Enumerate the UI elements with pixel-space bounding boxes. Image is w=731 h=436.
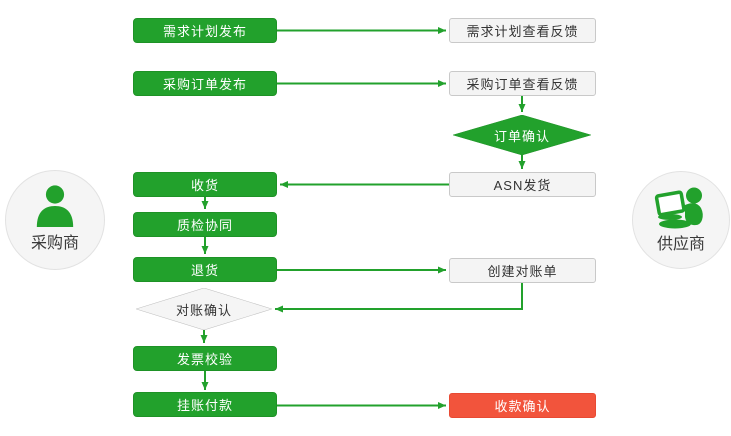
node-label: 采购订单发布 xyxy=(162,77,247,92)
supplier-label: 供应商 xyxy=(656,236,705,253)
node-label: 对账确认 xyxy=(175,302,232,318)
node-label: ASN发货 xyxy=(493,178,552,193)
node-payment-confirm: 收款确认 xyxy=(449,393,596,418)
buyer-person-icon xyxy=(36,185,74,228)
decision-statement-confirm: 对账确认 xyxy=(136,288,272,330)
node-create-statement: 创建对账单 xyxy=(449,258,596,283)
node-label: 收货 xyxy=(190,178,219,193)
node-label: 需求计划发布 xyxy=(162,24,247,39)
node-label: 质检协同 xyxy=(176,218,233,233)
node-invoice-check: 发票校验 xyxy=(133,346,277,371)
buyer-label: 采购商 xyxy=(30,235,79,252)
diamond-shape xyxy=(453,115,591,155)
node-label: 发票校验 xyxy=(176,352,233,367)
node-po-publish: 采购订单发布 xyxy=(133,71,277,96)
diamond-shape xyxy=(136,288,272,330)
node-po-feedback: 采购订单查看反馈 xyxy=(449,71,596,96)
node-label: 订单确认 xyxy=(493,128,550,144)
supplier-laptop-user-icon xyxy=(654,187,703,229)
node-return-goods: 退货 xyxy=(133,257,277,282)
node-demand-plan-publish: 需求计划发布 xyxy=(133,18,277,43)
node-label: 创建对账单 xyxy=(487,264,558,279)
node-demand-plan-feedback: 需求计划查看反馈 xyxy=(449,18,596,43)
decision-order-confirm: 订单确认 xyxy=(453,115,591,155)
node-label: 采购订单查看反馈 xyxy=(466,77,579,92)
node-asn-ship: ASN发货 xyxy=(449,172,596,197)
node-pending-payment: 挂账付款 xyxy=(133,392,277,417)
node-receive: 收货 xyxy=(133,172,277,197)
node-label: 收款确认 xyxy=(494,399,551,414)
node-label: 需求计划查看反馈 xyxy=(466,24,579,39)
node-label: 挂账付款 xyxy=(176,398,233,413)
supplier-actor: 供应商 xyxy=(632,171,730,269)
node-label: 退货 xyxy=(190,263,219,278)
buyer-actor: 采购商 xyxy=(5,170,105,270)
node-quality-collab: 质检协同 xyxy=(133,212,277,237)
